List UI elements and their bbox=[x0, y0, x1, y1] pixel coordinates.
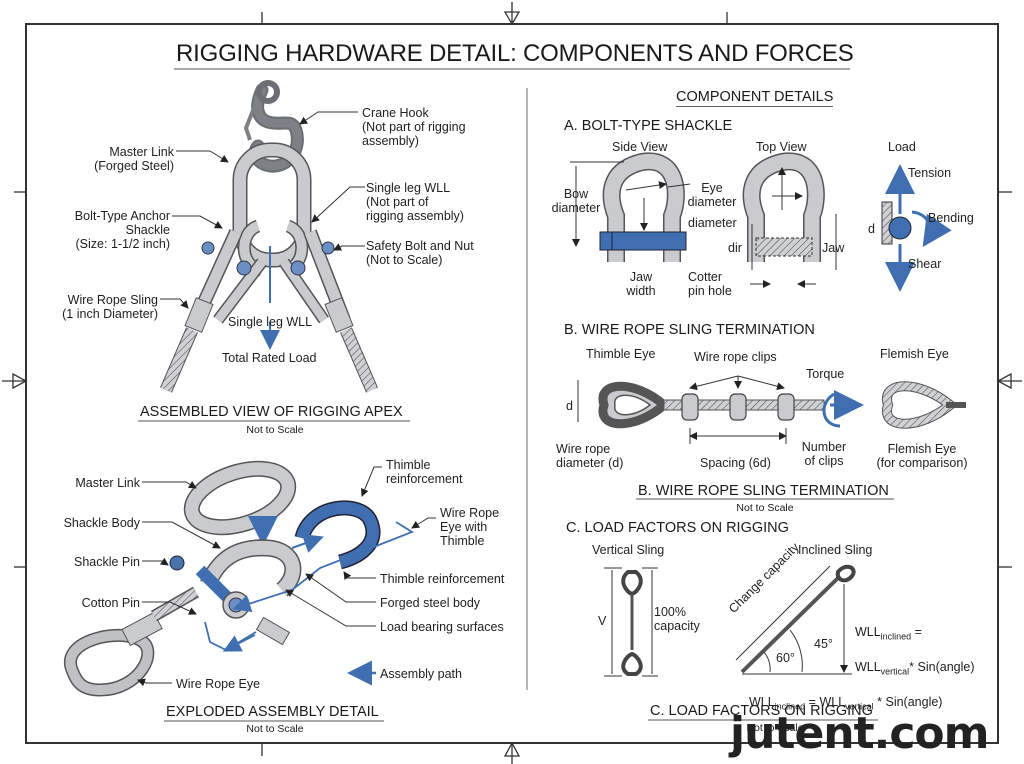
label-forged-body: Forged steel body bbox=[380, 596, 481, 610]
inclined-sling-graphic bbox=[735, 564, 856, 675]
label-single-leg-wll-right: Single leg WLL (Not part of rigging asse… bbox=[366, 181, 464, 223]
label-side-view: Side View bbox=[612, 140, 668, 154]
label-flemish-eye: Flemish Eye bbox=[880, 347, 949, 361]
flemish-eye-graphic bbox=[882, 381, 966, 429]
label-100-capacity: 100% capacity bbox=[654, 605, 700, 633]
label-shear: Shear bbox=[908, 257, 942, 271]
watermark: jutent.com bbox=[730, 708, 990, 759]
label-tension: Tension bbox=[908, 166, 952, 180]
section-a-title: A. BOLT-TYPE SHACKLE bbox=[564, 118, 733, 134]
label-bending: Bending bbox=[928, 211, 974, 225]
thimble-eye-graphic bbox=[598, 381, 864, 429]
section-b-title: B. WIRE ROPE SLING TERMINATION bbox=[564, 322, 815, 338]
label-safety-bolt: Safety Bolt and Nut (Not to Scale) bbox=[366, 239, 474, 267]
label-inclined-sling: Inclined Sling bbox=[798, 543, 873, 557]
label-total-rated-load: Total Rated Load bbox=[222, 351, 317, 365]
label-angle-45: 45° bbox=[814, 637, 833, 651]
label-number-of-clips: Number of clips bbox=[801, 440, 847, 468]
exploded-note: Not to Scale bbox=[246, 723, 304, 735]
label-crane-hook: Crane Hook (Not part of rigging assembly… bbox=[362, 106, 466, 148]
label-load-d: d bbox=[868, 222, 875, 236]
exploded-assembly-graphic bbox=[64, 460, 414, 697]
section-c-title: C. LOAD FACTORS ON RIGGING bbox=[566, 520, 789, 536]
label-master-link: Master Link (Forged Steel) bbox=[94, 145, 174, 173]
shackle-top-view-graphic bbox=[742, 152, 825, 262]
label-jaw-width: Jaw width bbox=[626, 270, 656, 298]
page-title: RIGGING HARDWARE DETAIL: COMPONENTS AND … bbox=[176, 40, 854, 67]
label-wire-rope-eye-thimble: Wire Rope Eye with Thimble bbox=[440, 506, 500, 548]
section-b-caption: B. WIRE ROPE SLING TERMINATION bbox=[638, 483, 889, 499]
label-wire-rope-clips: Wire rope clips bbox=[694, 350, 777, 364]
formula-bottom: WLLinclined = WLLvertical * Sin(angle) bbox=[748, 695, 943, 712]
section-c-note: Not to Scale bbox=[746, 722, 804, 734]
label-vertical-sling: Vertical Sling bbox=[592, 543, 665, 557]
label-single-leg-wll-center: Single leg WLL bbox=[228, 315, 313, 329]
label-thimble-top: Thimble reinforcement bbox=[386, 458, 463, 486]
assembled-rigging-graphic bbox=[160, 80, 378, 393]
label-rope-diameter: Wire rope diameter (d) bbox=[556, 442, 624, 470]
label-top-view: Top View bbox=[756, 140, 807, 154]
formula-right: WLLinclined = WLLvertical* Sin(angle) bbox=[854, 625, 975, 676]
label-jaw: Jaw bbox=[822, 241, 845, 255]
label-assembly-path: Assembly path bbox=[380, 667, 462, 681]
label-cotter-pin-hole: Cotter pin hole bbox=[688, 270, 732, 298]
label-wire-rope-sling: Wire Rope Sling (1 inch Diameter) bbox=[62, 293, 158, 321]
exploded-caption: EXPLODED ASSEMBLY DETAIL bbox=[166, 704, 379, 720]
label-anchor-shackle: Bolt-Type Anchor Shackle (Size: 1-1/2 in… bbox=[74, 209, 170, 251]
label-diameter: diameter bbox=[688, 216, 737, 230]
shackle-load-graphic bbox=[881, 164, 952, 292]
label-wire-rope-eye: Wire Rope Eye bbox=[176, 677, 261, 691]
label-angle-60: 60° bbox=[776, 651, 795, 665]
assembled-caption: ASSEMBLED VIEW OF RIGGING APEX bbox=[140, 404, 403, 420]
section-b-note: Not to Scale bbox=[736, 502, 794, 514]
label-shackle-pin: Shackle Pin bbox=[73, 555, 140, 569]
label-bow-diameter: Bow diameter bbox=[551, 187, 601, 215]
label-master-link-exploded: Master Link bbox=[75, 476, 140, 490]
label-v: V bbox=[598, 614, 607, 628]
label-torque: Torque bbox=[806, 367, 845, 381]
label-load: Load bbox=[888, 140, 916, 154]
label-rope-d: d bbox=[566, 399, 573, 413]
label-shackle-body: Shackle Body bbox=[63, 516, 140, 530]
assembled-note: Not to Scale bbox=[246, 424, 304, 436]
label-dir: dir bbox=[728, 241, 742, 255]
label-spacing: Spacing (6d) bbox=[700, 456, 771, 470]
vertical-sling-graphic bbox=[604, 567, 658, 677]
label-cotton-pin: Cotton Pin bbox=[81, 596, 140, 610]
label-thimble-reinforcement: Thimble reinforcement bbox=[380, 572, 505, 586]
label-load-bearing: Load bearing surfaces bbox=[380, 620, 504, 634]
label-thimble-eye: Thimble Eye bbox=[586, 347, 656, 361]
label-flemish-compare: Flemish Eye (for comparison) bbox=[876, 442, 968, 470]
section-c-caption: C. LOAD FACTORS ON RIGGING bbox=[650, 703, 873, 719]
component-details-heading: COMPONENT DETAILS bbox=[676, 89, 834, 107]
shackle-side-view-graphic bbox=[599, 152, 687, 262]
label-eye-diameter: Eye diameter bbox=[687, 181, 737, 209]
